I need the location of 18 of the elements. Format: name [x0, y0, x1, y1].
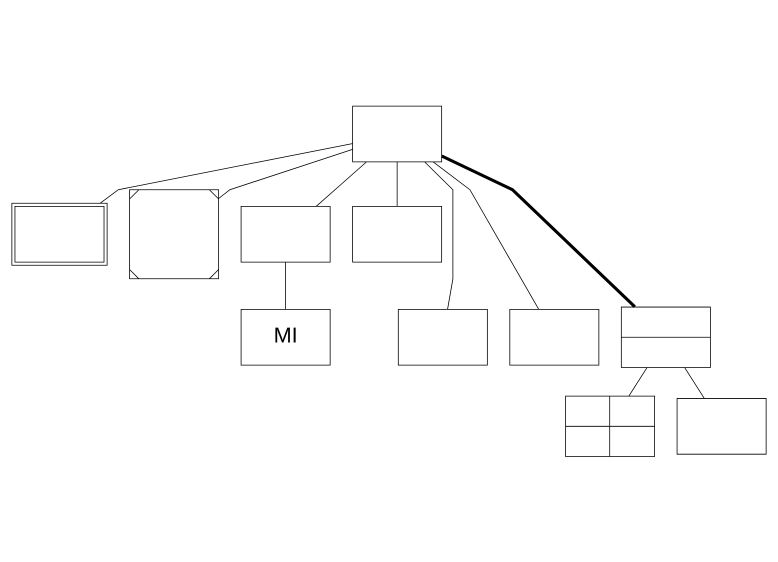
connector	[432, 161, 540, 310]
connector	[218, 148, 353, 198]
node-box	[352, 206, 442, 262]
node-box	[11, 202, 108, 266]
connector	[396, 161, 398, 206]
node-box	[398, 308, 488, 366]
connector	[100, 142, 353, 203]
connector	[628, 366, 648, 396]
connector	[441, 154, 636, 308]
connector	[424, 161, 454, 310]
node-box	[240, 206, 331, 262]
node-box: MI	[240, 308, 331, 366]
connector	[285, 261, 286, 310]
connector	[316, 161, 367, 206]
node-box	[352, 105, 442, 162]
node-box	[676, 398, 767, 454]
connector	[684, 366, 705, 398]
node-box	[509, 308, 600, 366]
